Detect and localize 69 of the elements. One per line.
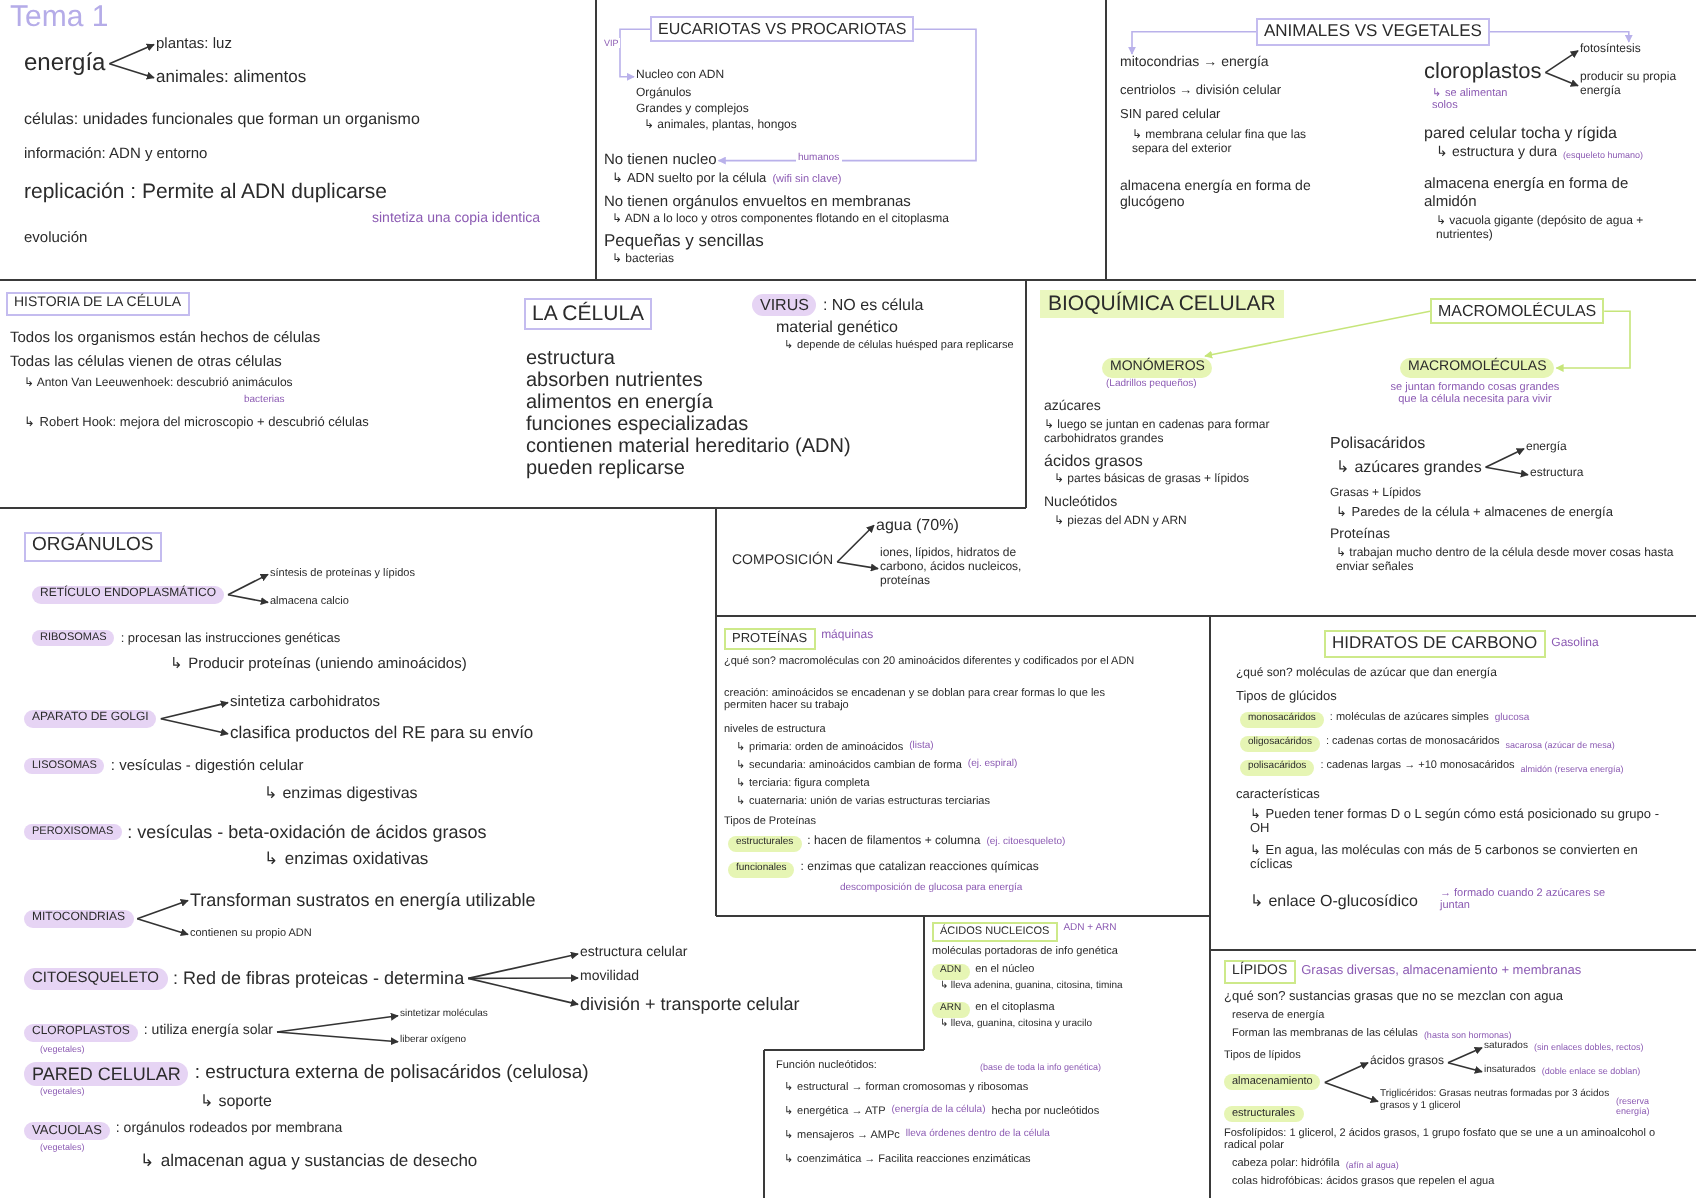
note-text: : estructura externa de polisacáridos (celulosa) [194,1064,589,1086]
highlighted-term: PARED CELULAR [24,1062,189,1087]
note-text: división + transporte celular [580,994,800,1015]
arrow [1324,1062,1369,1084]
note-text: alimentos en energía [526,392,713,415]
arrow [1555,310,1631,372]
note-text: clasifica productos del RE para su envío [230,724,534,744]
arrow [619,28,651,81]
arrow [276,1031,399,1046]
note-text: Pequeñas y sencillas [604,232,764,252]
arrow [1128,31,1257,55]
page-title: Tema 1 [10,0,109,35]
section-heading: ANIMALES VS VEGETALES [1256,18,1490,46]
arrow [467,974,579,983]
note-text: absorben nutrientes [526,370,703,393]
note-text: energía [24,50,106,78]
note-text: : NO es célula [822,296,924,315]
note-text: estructura [526,348,615,371]
section-heading: MACROMOLÉCULAS [1430,298,1605,325]
highlighted-heading: BIOQUÍMICA CELULAR [1040,290,1284,319]
arrow [1484,466,1529,478]
arrow [276,1012,399,1033]
note-text: Transforman sustratos en energía utilizable [190,890,536,911]
note-text: funciones especializadas [526,414,749,437]
arrow [1324,1081,1379,1103]
arrow [1544,50,1579,74]
arrow [160,718,229,737]
arrow [1447,1047,1483,1064]
note-text: ↳ azúcares grandes [1336,458,1482,477]
note-text: ácidos grasos [1044,452,1143,471]
section-heading: HIDRATOS DE CARBONO [1324,630,1546,658]
arrow [836,524,875,563]
section-heading: EUCARIOTAS VS PROCARIOTAS [650,16,915,43]
note-text: Polisacáridos [1330,434,1426,453]
arrow [160,700,229,720]
note-text: agua (70%) [876,516,959,535]
arrow [1489,31,1633,43]
arrow [1204,310,1431,359]
note-text: pared celular tocha y rígida [1424,124,1617,143]
arrow [717,28,977,165]
arrow [227,573,269,596]
highlighted-term: VIRUS [752,294,817,317]
note-text: ↳ enlace O-glucosídico [1250,892,1418,911]
arrow [1544,71,1579,87]
note-text: contienen material hereditario (ADN) [526,436,851,459]
arrow [136,918,189,937]
arrow [136,899,189,920]
section-heading: ORGÁNULOS [24,532,162,562]
arrow [1484,448,1525,468]
note-text: cloroplastos [1424,60,1542,86]
arrow [1447,1062,1483,1074]
note-text: : Red de fibras proteicas - determina [173,968,465,989]
arrow [467,977,579,1007]
note-text: : vesículas - beta-oxidación de ácidos grasos [127,822,487,843]
note-text: pueden replicarse [526,458,685,481]
note-text: replicación : Permite al ADN duplicarse [24,180,387,205]
note-text: células: unidades funcionales que forman un organismo [24,110,420,129]
note-text: ↳ enzimas oxidativas [264,850,429,870]
note-text: material genético [776,318,898,337]
arrow [227,594,269,605]
arrow [467,951,579,980]
note-text: ↳ soporte [200,1092,272,1111]
arrow [108,43,155,65]
arrow [836,561,879,572]
note-text: animales: alimentos [156,68,307,88]
section-heading: LA CÉLULA [524,298,653,331]
note-text: ↳ enzimas digestivas [264,784,418,803]
note-text: ↳ almacenan agua y sustancias de desecho [140,1152,478,1172]
arrow [108,63,155,80]
